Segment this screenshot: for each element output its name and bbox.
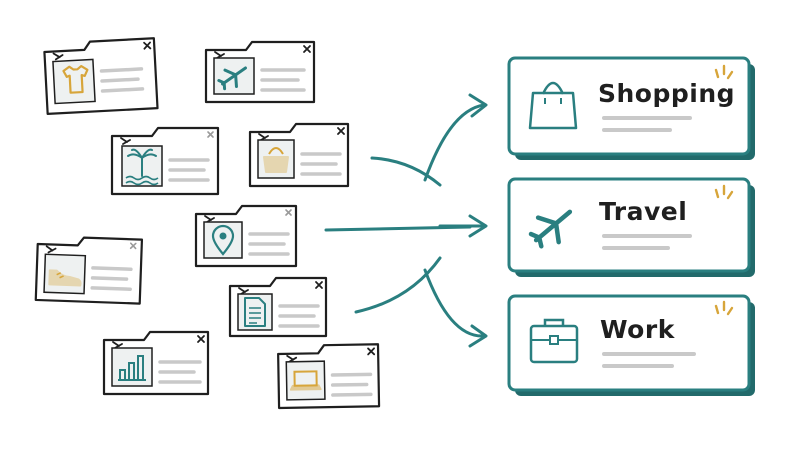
source-tab-palm-beach — [110, 126, 220, 196]
arrow-top-input — [370, 156, 442, 187]
shopping-bag-icon — [528, 81, 578, 130]
airplane-icon — [528, 209, 573, 249]
grouping-arrows — [324, 93, 488, 348]
source-tab-handbag — [248, 122, 350, 188]
sparkle-icon — [714, 300, 734, 316]
arrow-bottom-input — [354, 256, 442, 314]
arrow-head-travel — [468, 214, 488, 238]
arrow-to-work — [423, 268, 486, 338]
category-label-travel: Travel — [599, 197, 687, 226]
palm-beach-icon — [125, 148, 159, 186]
source-tab-laptop — [277, 343, 381, 410]
category-card-shopping: Shopping — [507, 56, 755, 160]
category-card-travel: Travel — [507, 177, 755, 277]
handbag-icon — [263, 147, 289, 173]
tshirt-icon — [62, 64, 89, 94]
source-tab-bar-chart — [102, 330, 210, 396]
category-label-work: Work — [600, 315, 676, 344]
arrow-head-shopping — [468, 93, 488, 118]
arrow-head-work — [468, 324, 488, 348]
source-tab-tshirt — [43, 37, 159, 116]
sneaker-icon — [48, 269, 82, 287]
bar-chart-icon — [118, 355, 146, 381]
sparkle-icon — [714, 184, 734, 200]
category-card-work: Work — [507, 294, 755, 396]
laptop-icon — [289, 370, 322, 391]
category-label-shopping: Shopping — [598, 79, 735, 108]
sparkle-icon — [714, 64, 734, 80]
document-icon — [244, 297, 266, 327]
map-pin-icon — [211, 224, 235, 256]
arrow-to-shopping — [423, 103, 486, 182]
source-tab-map-pin — [194, 204, 298, 268]
source-tab-document — [228, 276, 328, 338]
airplane-icon — [217, 66, 247, 91]
source-tab-sneaker — [34, 236, 144, 305]
briefcase-icon — [529, 318, 579, 364]
source-tab-airplane — [204, 40, 316, 104]
